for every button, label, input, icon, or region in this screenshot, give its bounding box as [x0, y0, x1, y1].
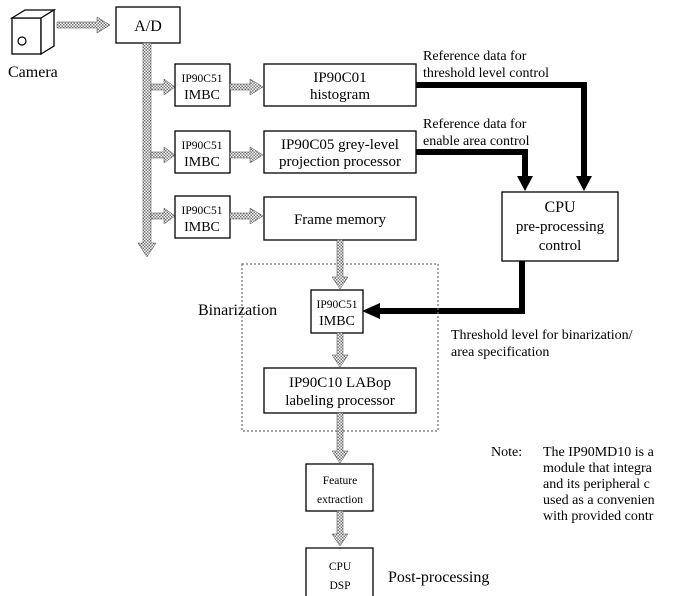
arrow-histogram-to-cpu: [416, 82, 587, 176]
note-line3: and its peripheral c: [543, 477, 650, 492]
cpu-pre-line2: pre-processing: [516, 219, 605, 235]
ad-label: A/D: [134, 18, 162, 35]
histogram-box: [263, 63, 417, 107]
cpu-pre-line1: CPU: [544, 199, 576, 216]
imbc-box-1: [174, 63, 231, 107]
cpu-dsp-line1: CPU: [329, 561, 352, 573]
histogram-label: histogram: [310, 87, 370, 103]
imbc-3-part: IP90C51: [182, 205, 223, 217]
projection-processor-box: [263, 130, 417, 174]
note-line4: used as a convenien: [543, 493, 655, 508]
data-bus-arrow: [137, 42, 157, 258]
arrow-bus-to-imbc-1: [150, 78, 176, 96]
camera-icon: [9, 8, 57, 56]
note-text: The IP90MD10 is a module that integra an…: [543, 445, 655, 524]
threshold-note-line1: Threshold level for binarization/: [451, 328, 633, 343]
frame-memory-label: Frame memory: [294, 212, 387, 228]
arrow-labop-to-feature: [331, 412, 349, 464]
binarization-imbc-part: IP90C51: [317, 299, 358, 311]
cpu-pre-line3: control: [539, 238, 582, 254]
binarization-label: Binarization: [198, 302, 277, 319]
arrow-imbc-to-histogram: [229, 78, 264, 96]
imbc-1-part: IP90C51: [182, 73, 223, 85]
threshold-note-line2: area specification: [451, 345, 549, 360]
arrow-imbc-to-projection: [229, 146, 264, 164]
note-line1: The IP90MD10 is a: [543, 445, 655, 460]
arrow-feature-to-dsp: [331, 510, 349, 547]
ref-threshold-line2: threshold level control: [423, 66, 549, 81]
arrow-cpu-to-binarization-imbc: [378, 261, 525, 314]
arrow-camera-to-ad: [56, 16, 111, 34]
arrow-bus-to-imbc-2: [150, 146, 176, 164]
imbc-2-label: IMBC: [184, 155, 220, 170]
arrow-bus-to-imbc-3: [150, 207, 176, 225]
labop-label: labeling processor: [285, 393, 395, 409]
feature-line2: extraction: [317, 494, 363, 506]
arrow-frame-memory-to-imbc: [331, 239, 349, 290]
ad-converter-box: [115, 6, 181, 44]
histogram-part: IP90C01: [313, 70, 366, 86]
imbc-2-part: IP90C51: [182, 140, 223, 152]
imbc-box-3: [174, 195, 231, 239]
note-line2: module that integra: [543, 461, 653, 476]
note-line5: with provided contr: [543, 509, 654, 524]
imbc-box-2: [174, 130, 231, 174]
cpu-dsp-line2: DSP: [329, 580, 350, 592]
note-prefix: Note:: [491, 445, 522, 460]
projection-label: projection processor: [279, 154, 401, 170]
binarization-imbc-label: IMBC: [319, 314, 355, 329]
cpu-dsp-box: [305, 547, 374, 596]
frame-memory-box: [263, 196, 417, 241]
post-processing-label: Post-processing: [388, 569, 489, 586]
projection-part: IP90C05 grey-level: [281, 137, 399, 153]
arrow-imbc-to-labop: [331, 332, 349, 368]
imbc-1-label: IMBC: [184, 88, 220, 103]
camera-label: Camera: [8, 64, 58, 81]
feature-extraction-box: [305, 463, 374, 512]
ref-threshold-line1: Reference data for: [423, 49, 527, 64]
feature-line1: Feature: [323, 475, 357, 487]
labop-part: IP90C10 LABop: [289, 375, 391, 391]
cpu-preprocessing-box: [501, 191, 619, 262]
ref-area-line2: enable area control: [423, 134, 530, 149]
arrow-imbc-to-frame-memory: [229, 207, 264, 225]
ref-area-line1: Reference data for: [423, 117, 527, 132]
arrow-projection-to-cpu: [416, 149, 528, 176]
imbc-3-label: IMBC: [184, 220, 220, 235]
labop-box: [263, 367, 417, 414]
